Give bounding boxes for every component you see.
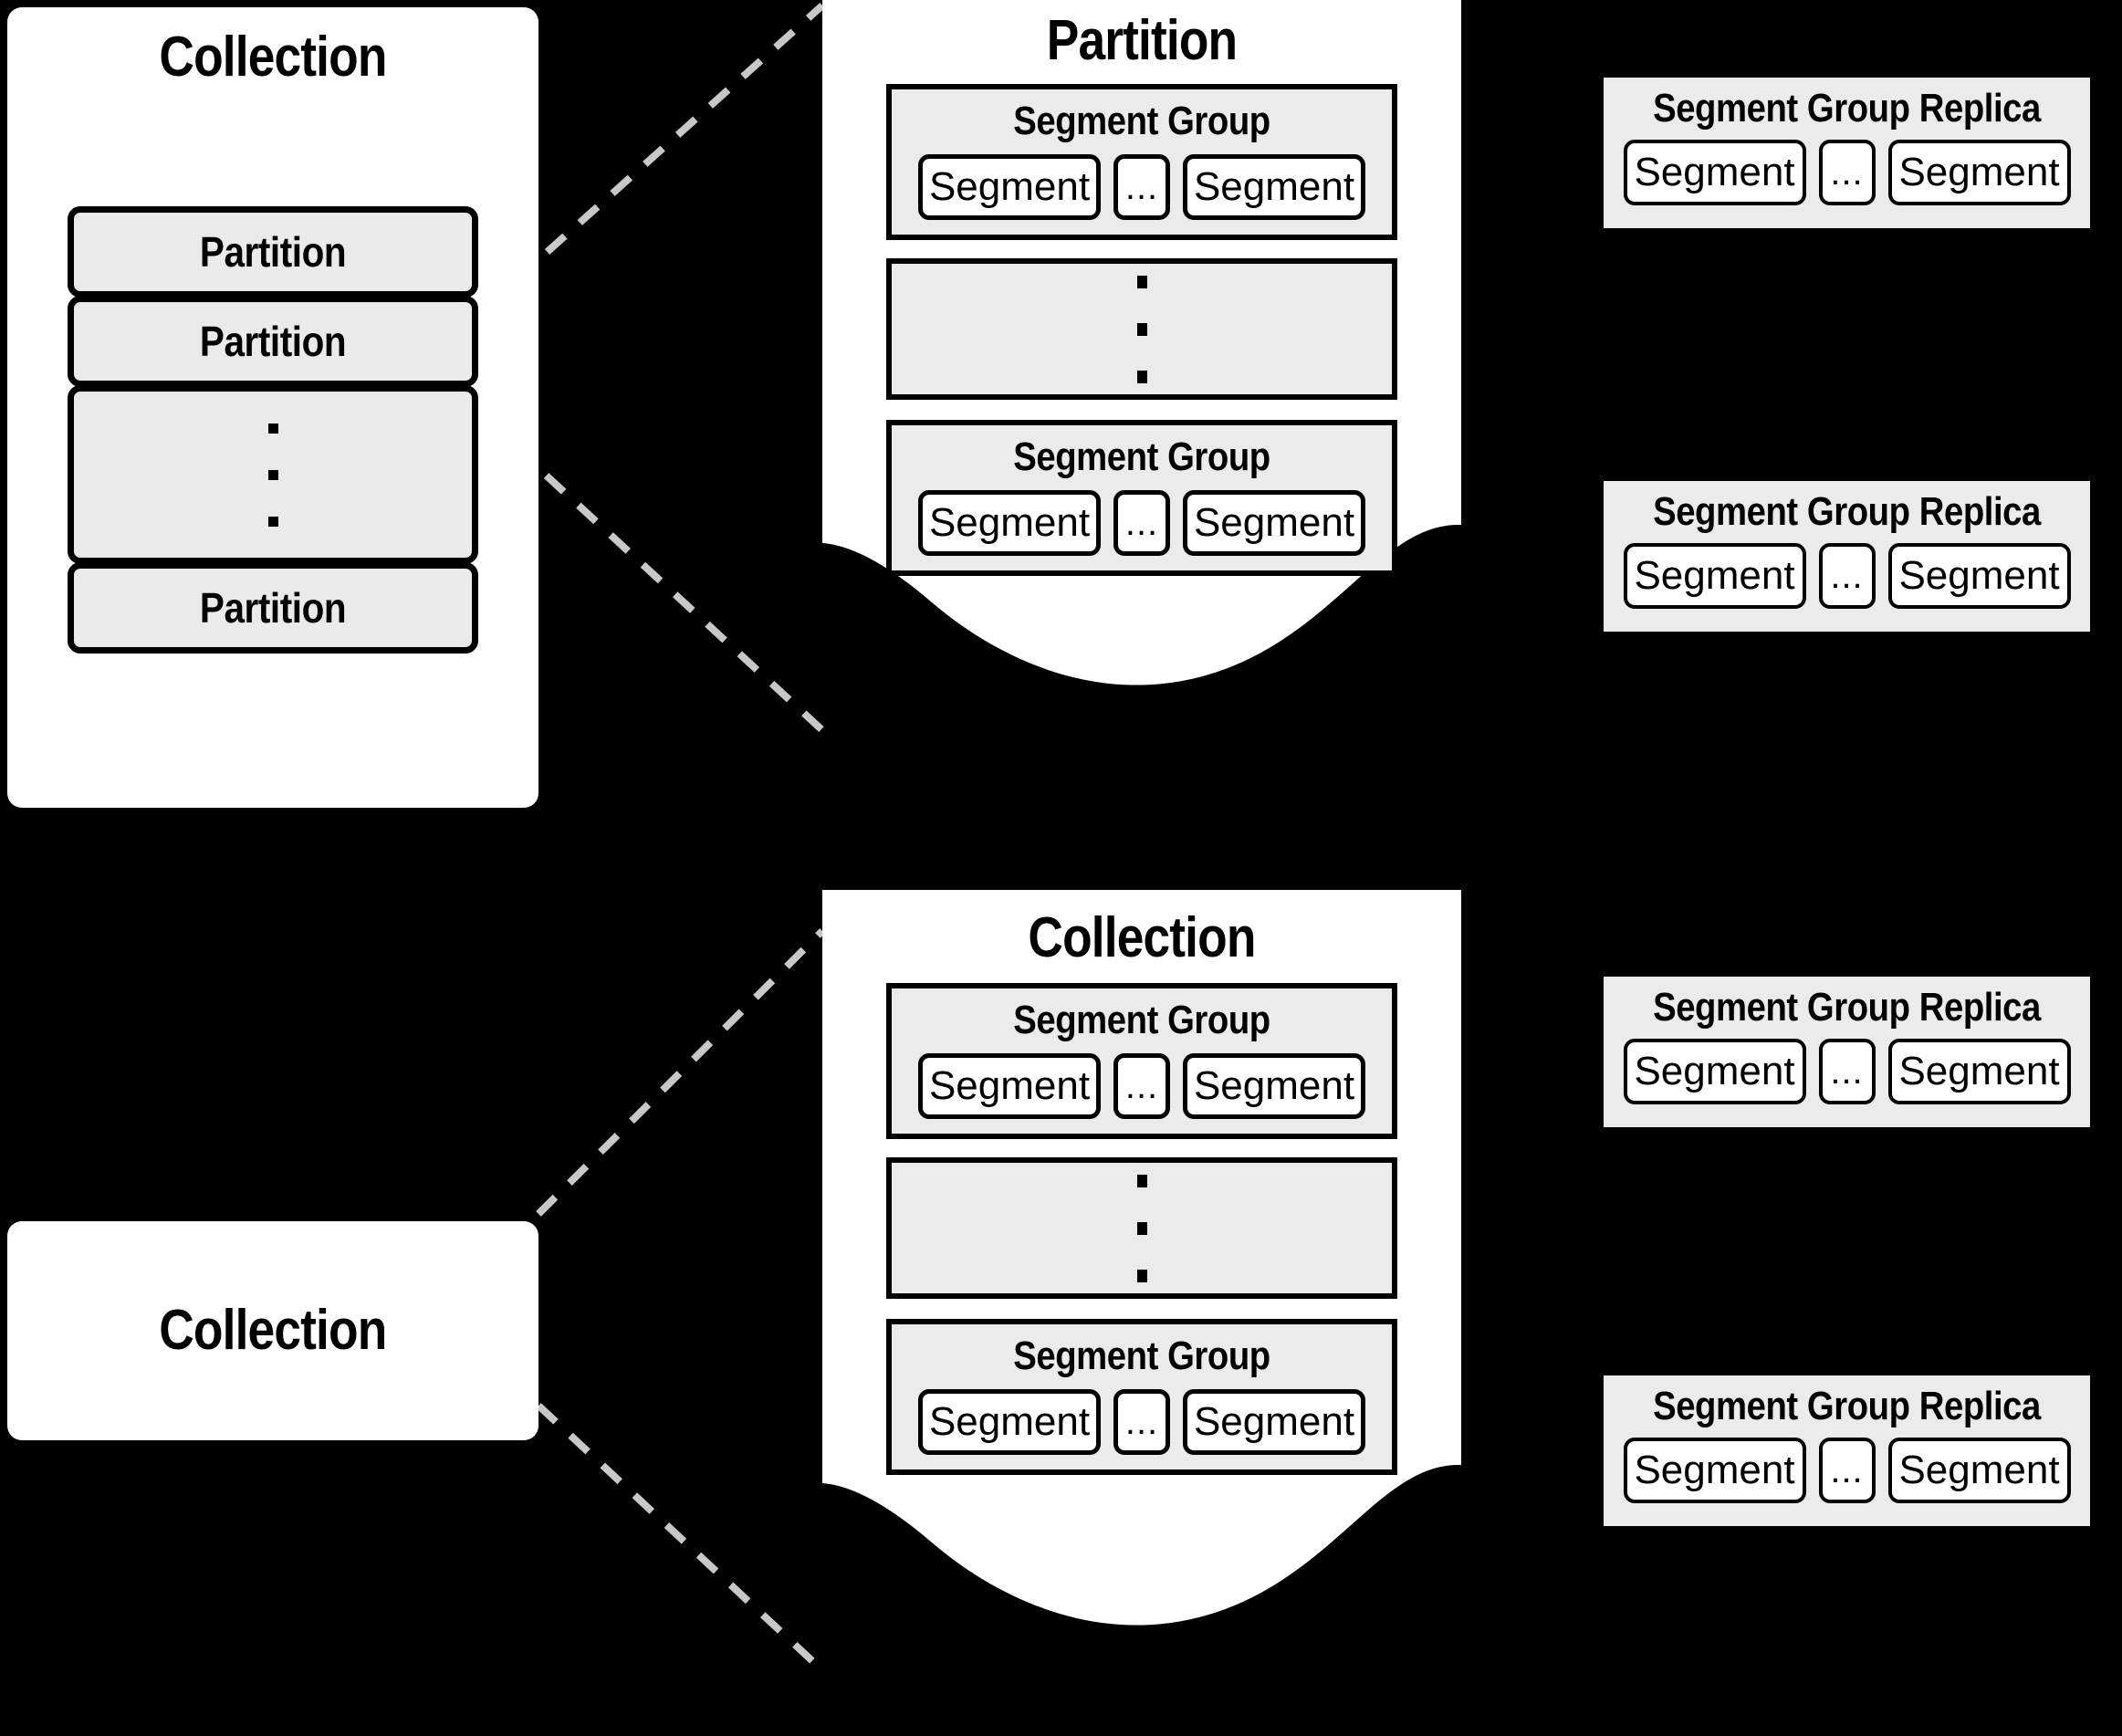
connector-collection-bottom: [536, 1403, 825, 1673]
segment-row: Segment ... Segment: [892, 477, 1392, 570]
partition-label: Partition: [199, 318, 347, 365]
replica-title: Segment Group Replica: [1653, 985, 2041, 1030]
segment-row: Segment ... Segment: [892, 141, 1392, 235]
segment-box[interactable]: Segment: [1887, 1438, 2071, 1503]
segment-group-4: Segment Group Segment ... Segment: [886, 1319, 1397, 1475]
connector-collection-top: [536, 928, 825, 1217]
segment-box[interactable]: Segment: [1623, 543, 1806, 609]
segment-group-replica-4: Segment Group Replica Segment ... Segmen…: [1604, 1375, 2090, 1526]
segment-box[interactable]: Segment: [1623, 1438, 1806, 1503]
collection-container-card: Collection Partition Partition Partition: [7, 7, 538, 808]
partition-item-1[interactable]: Partition: [68, 206, 478, 298]
replica-title: Segment Group Replica: [1653, 86, 2041, 131]
partition-item-2[interactable]: Partition: [68, 296, 478, 387]
segment-group-title: Segment Group: [1013, 99, 1270, 143]
segment-ellipsis-box: ...: [1818, 1438, 1876, 1503]
segment-box[interactable]: Segment: [1887, 140, 2071, 205]
segment-group-replica-2: Segment Group Replica Segment ... Segmen…: [1604, 481, 2090, 632]
segment-group-3: Segment Group Segment ... Segment: [886, 983, 1397, 1139]
segment-row: Segment ... Segment: [1604, 1427, 2090, 1516]
segment-group-replica-3: Segment Group Replica Segment ... Segmen…: [1604, 977, 2090, 1127]
segment-row: Segment ... Segment: [1604, 532, 2090, 622]
segment-box[interactable]: Segment: [1183, 490, 1365, 556]
segment-ellipsis-box: ...: [1818, 543, 1876, 609]
segment-group-title: Segment Group: [1013, 1333, 1270, 1378]
partition-label: Partition: [199, 584, 347, 632]
replica-title: Segment Group Replica: [1653, 489, 2041, 534]
partition-list: Partition Partition Partition: [68, 206, 478, 654]
segment-box[interactable]: Segment: [1183, 1053, 1365, 1119]
segment-row: Segment ... Segment: [1604, 1028, 2090, 1117]
collection-plain-card: Collection: [7, 1221, 538, 1440]
segment-box[interactable]: Segment: [918, 1053, 1101, 1119]
segment-ellipsis-box: ...: [1818, 1039, 1876, 1104]
segment-ellipsis-box: ...: [1818, 140, 1876, 205]
partition-item-3[interactable]: Partition: [68, 562, 478, 654]
segment-group-1: Segment Group Segment ... Segment: [886, 84, 1397, 240]
segment-row: Segment ... Segment: [892, 1376, 1392, 1469]
segment-row: Segment ... Segment: [1604, 129, 2090, 218]
segment-row: Segment ... Segment: [892, 1041, 1392, 1134]
segment-ellipsis-box: ...: [1113, 490, 1170, 556]
partition-panel: Partition Segment Group Segment ... Segm…: [822, 0, 1461, 758]
segment-ellipsis-box: ...: [1113, 1053, 1170, 1119]
segment-box[interactable]: Segment: [918, 154, 1101, 220]
vertical-ellipsis-icon: [267, 423, 278, 527]
collection-panel: Collection Segment Group Segment ... Seg…: [822, 890, 1461, 1698]
partition-label: Partition: [199, 228, 347, 276]
segment-ellipsis-box: ...: [1113, 1389, 1170, 1455]
segment-ellipsis-box: ...: [1113, 154, 1170, 220]
collection-plain-title: Collection: [159, 1299, 387, 1362]
segment-group-title: Segment Group: [1013, 998, 1270, 1042]
collection-panel-title: Collection: [1028, 906, 1256, 969]
segment-box[interactable]: Segment: [1887, 1039, 2071, 1104]
replica-title: Segment Group Replica: [1653, 1384, 2041, 1428]
partition-panel-title: Partition: [1046, 9, 1238, 72]
collection-container-title: Collection: [159, 26, 387, 89]
segment-box[interactable]: Segment: [1623, 1039, 1806, 1104]
segment-box[interactable]: Segment: [918, 490, 1101, 556]
segment-group-ellipsis-2: [886, 1157, 1397, 1299]
segment-box[interactable]: Segment: [1183, 154, 1365, 220]
segment-group-title: Segment Group: [1013, 434, 1270, 479]
segment-box[interactable]: Segment: [1887, 543, 2071, 609]
segment-box[interactable]: Segment: [1623, 140, 1806, 205]
segment-group-2: Segment Group Segment ... Segment: [886, 420, 1397, 576]
partition-ellipsis: [68, 385, 478, 564]
segment-group-ellipsis-1: [886, 258, 1397, 400]
segment-group-replica-1: Segment Group Replica Segment ... Segmen…: [1604, 78, 2090, 228]
segment-box[interactable]: Segment: [918, 1389, 1101, 1455]
segment-box[interactable]: Segment: [1183, 1389, 1365, 1455]
